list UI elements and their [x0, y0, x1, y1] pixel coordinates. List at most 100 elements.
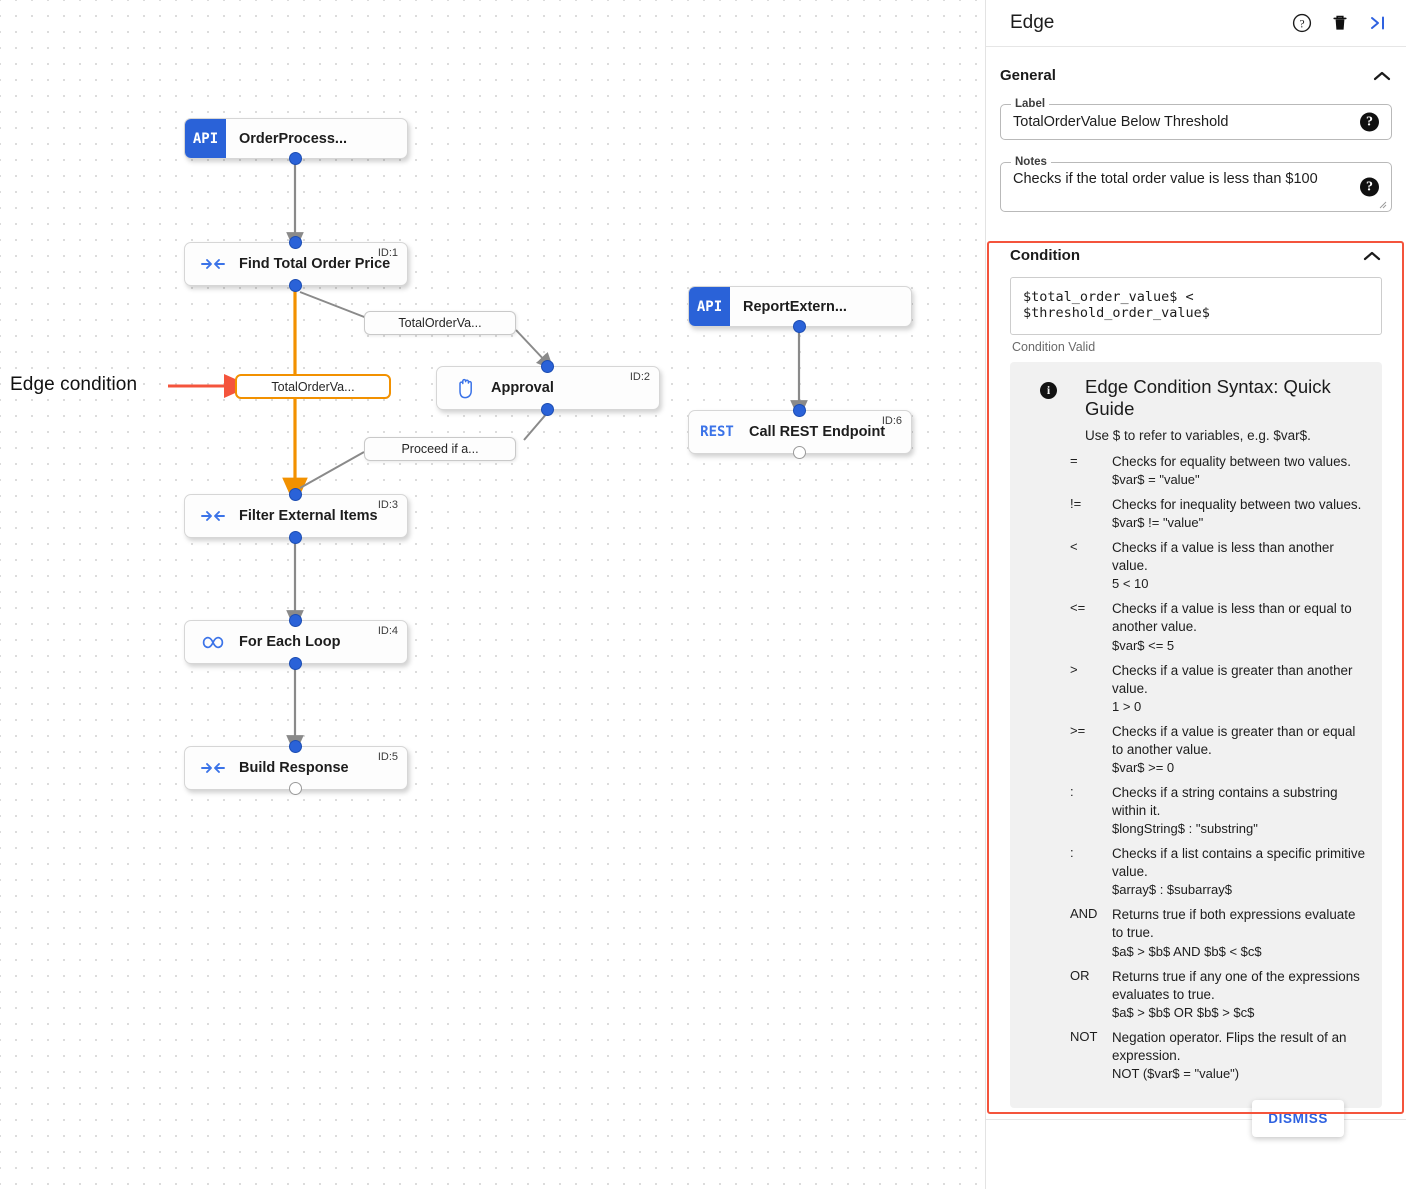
- node-for-each-loop[interactable]: For Each Loop ID:4: [184, 620, 408, 664]
- syntax-description: Checks for equality between two values.: [1112, 454, 1351, 469]
- condition-section-header[interactable]: Condition: [986, 247, 1406, 264]
- node-report-external[interactable]: API ReportExtern...: [688, 286, 912, 327]
- node-output-port[interactable]: [289, 782, 302, 795]
- node-output-port[interactable]: [289, 531, 302, 544]
- syntax-description: Checks if a value is greater than or equ…: [1112, 723, 1356, 757]
- syntax-operator: <: [1070, 539, 1078, 555]
- notes-field-help-icon[interactable]: ?: [1360, 177, 1379, 197]
- syntax-guide-rows: =Checks for equality between two values.…: [1026, 453, 1366, 1081]
- condition-expression-input[interactable]: $total_order_value$ < $threshold_order_v…: [1010, 277, 1382, 335]
- syntax-example: 1 > 0: [1112, 698, 1142, 714]
- syntax-operator: NOT: [1070, 1028, 1098, 1044]
- syntax-guide-row: NOT Negation operator. Flips the result o…: [1026, 1029, 1366, 1081]
- syntax-operator: OR: [1070, 967, 1090, 983]
- edge-label-chip-selected[interactable]: TotalOrderVa...: [235, 374, 391, 399]
- node-label: OrderProcess...: [239, 130, 347, 147]
- label-field-help-icon[interactable]: ?: [1360, 112, 1379, 132]
- node-output-port[interactable]: [541, 403, 554, 416]
- node-label: For Each Loop: [239, 634, 341, 650]
- hand-icon: [451, 377, 479, 399]
- node-output-port[interactable]: [289, 279, 302, 292]
- node-input-port[interactable]: [793, 404, 806, 417]
- syntax-operator: >: [1070, 661, 1078, 677]
- syntax-description: Checks if a list contains a specific pri…: [1112, 846, 1366, 880]
- syntax-operator: :: [1070, 845, 1074, 861]
- general-section-header[interactable]: General: [986, 67, 1406, 84]
- panel-footer: DISMISS: [986, 1100, 1406, 1189]
- syntax-guide-header: i Edge Condition Syntax: Quick Guide: [1026, 376, 1366, 420]
- node-filter-external-items[interactable]: Filter External Items ID:3: [184, 494, 408, 538]
- rest-icon: REST: [700, 424, 734, 440]
- syntax-example: $longString$ : "substring": [1112, 821, 1258, 837]
- edge-properties-panel: Edge ? General: [985, 0, 1406, 1189]
- arrows-inward-icon: [199, 508, 227, 524]
- svg-text:?: ?: [1299, 18, 1304, 30]
- syntax-example: $a$ > $b$ OR $b$ > $c$: [1112, 1004, 1255, 1020]
- help-icon[interactable]: ?: [1292, 13, 1312, 33]
- syntax-example: $a$ > $b$ AND $b$ < $c$: [1112, 943, 1262, 959]
- node-label: Call REST Endpoint: [749, 424, 886, 440]
- node-output-port[interactable]: [793, 446, 806, 459]
- node-label: Build Response: [239, 760, 349, 776]
- edge-label-chip[interactable]: Proceed if a...: [364, 437, 516, 461]
- chevron-up-icon[interactable]: [1372, 69, 1392, 83]
- syntax-description: Checks if a value is less than or equal …: [1112, 601, 1352, 635]
- general-section-label: General: [1000, 67, 1056, 84]
- chevron-up-icon[interactable]: [1362, 249, 1382, 263]
- syntax-operator: :: [1070, 783, 1074, 799]
- node-label: ReportExtern...: [743, 298, 847, 315]
- node-output-port[interactable]: [289, 152, 302, 165]
- syntax-operator: <=: [1070, 600, 1086, 616]
- delete-icon[interactable]: [1330, 13, 1350, 33]
- syntax-example: 5 < 10: [1112, 576, 1149, 592]
- syntax-operator: AND: [1070, 906, 1098, 922]
- syntax-guide-row: AND Returns true if both expressions eval…: [1026, 906, 1366, 958]
- dismiss-button[interactable]: DISMISS: [1252, 1100, 1344, 1137]
- label-field[interactable]: Label TotalOrderValue Below Threshold ?: [1000, 98, 1392, 140]
- notes-field-legend: Notes: [1011, 156, 1051, 168]
- node-input-port[interactable]: [541, 360, 554, 373]
- node-label: Filter External Items: [239, 508, 378, 524]
- syntax-guide-row: <Checks if a value is less than another …: [1026, 539, 1366, 591]
- node-output-port[interactable]: [793, 320, 806, 333]
- condition-validation-text: Condition Valid: [1012, 340, 1096, 354]
- syntax-guide-subtitle: Use $ to refer to variables, e.g. $var$.: [1085, 428, 1311, 443]
- node-input-port[interactable]: [289, 614, 302, 627]
- node-label: Approval: [491, 380, 554, 396]
- node-id-label: ID:4: [377, 625, 398, 637]
- workflow-canvas[interactable]: Edge condition API OrderProcess... Find …: [0, 0, 985, 1189]
- syntax-guide-title: Edge Condition Syntax: Quick Guide: [1085, 376, 1331, 419]
- node-input-port[interactable]: [289, 740, 302, 753]
- syntax-guide-row: !=Checks for inequality between two valu…: [1026, 496, 1366, 530]
- syntax-guide-row: OR Returns true if any one of the express…: [1026, 968, 1366, 1020]
- syntax-operator: >=: [1070, 722, 1086, 738]
- notes-field-value[interactable]: Checks if the total order value is less …: [1013, 171, 1318, 187]
- syntax-guide-row: >= Checks if a value is greater than or e…: [1026, 723, 1366, 775]
- node-input-port[interactable]: [289, 488, 302, 501]
- edge-label-text: TotalOrderVa...: [398, 316, 482, 330]
- syntax-description: Checks if a value is greater than anothe…: [1112, 662, 1353, 696]
- node-id-label: ID:6: [881, 415, 902, 427]
- node-id-label: ID:3: [377, 499, 398, 511]
- page-title: Edge: [1010, 12, 1055, 33]
- edge-label-text: Proceed if a...: [401, 442, 479, 456]
- edge-label-chip[interactable]: TotalOrderVa...: [364, 311, 516, 335]
- notes-field[interactable]: Notes Checks if the total order value is…: [1000, 156, 1392, 212]
- api-badge-icon: API: [185, 119, 226, 158]
- node-output-port[interactable]: [289, 657, 302, 670]
- syntax-description: Negation operator. Flips the result of a…: [1112, 1029, 1347, 1063]
- syntax-description: Returns true if any one of the expressio…: [1112, 968, 1360, 1002]
- label-field-value[interactable]: TotalOrderValue Below Threshold: [1013, 114, 1229, 130]
- node-id-label: ID:2: [629, 371, 650, 383]
- syntax-example: $var$ >= 0: [1112, 759, 1175, 775]
- collapse-panel-icon[interactable]: [1368, 13, 1390, 33]
- syntax-example: NOT ($var$ = "value"): [1112, 1065, 1240, 1081]
- api-badge-icon: API: [689, 287, 730, 326]
- info-icon: i: [1040, 382, 1057, 399]
- node-input-port[interactable]: [289, 236, 302, 249]
- arrows-inward-icon: [199, 760, 227, 776]
- node-id-label: ID:5: [377, 751, 398, 763]
- syntax-example: $var$ = "value": [1112, 472, 1200, 488]
- syntax-description: Returns true if both expressions evaluat…: [1112, 907, 1356, 941]
- notes-resize-handle[interactable]: [1379, 201, 1387, 209]
